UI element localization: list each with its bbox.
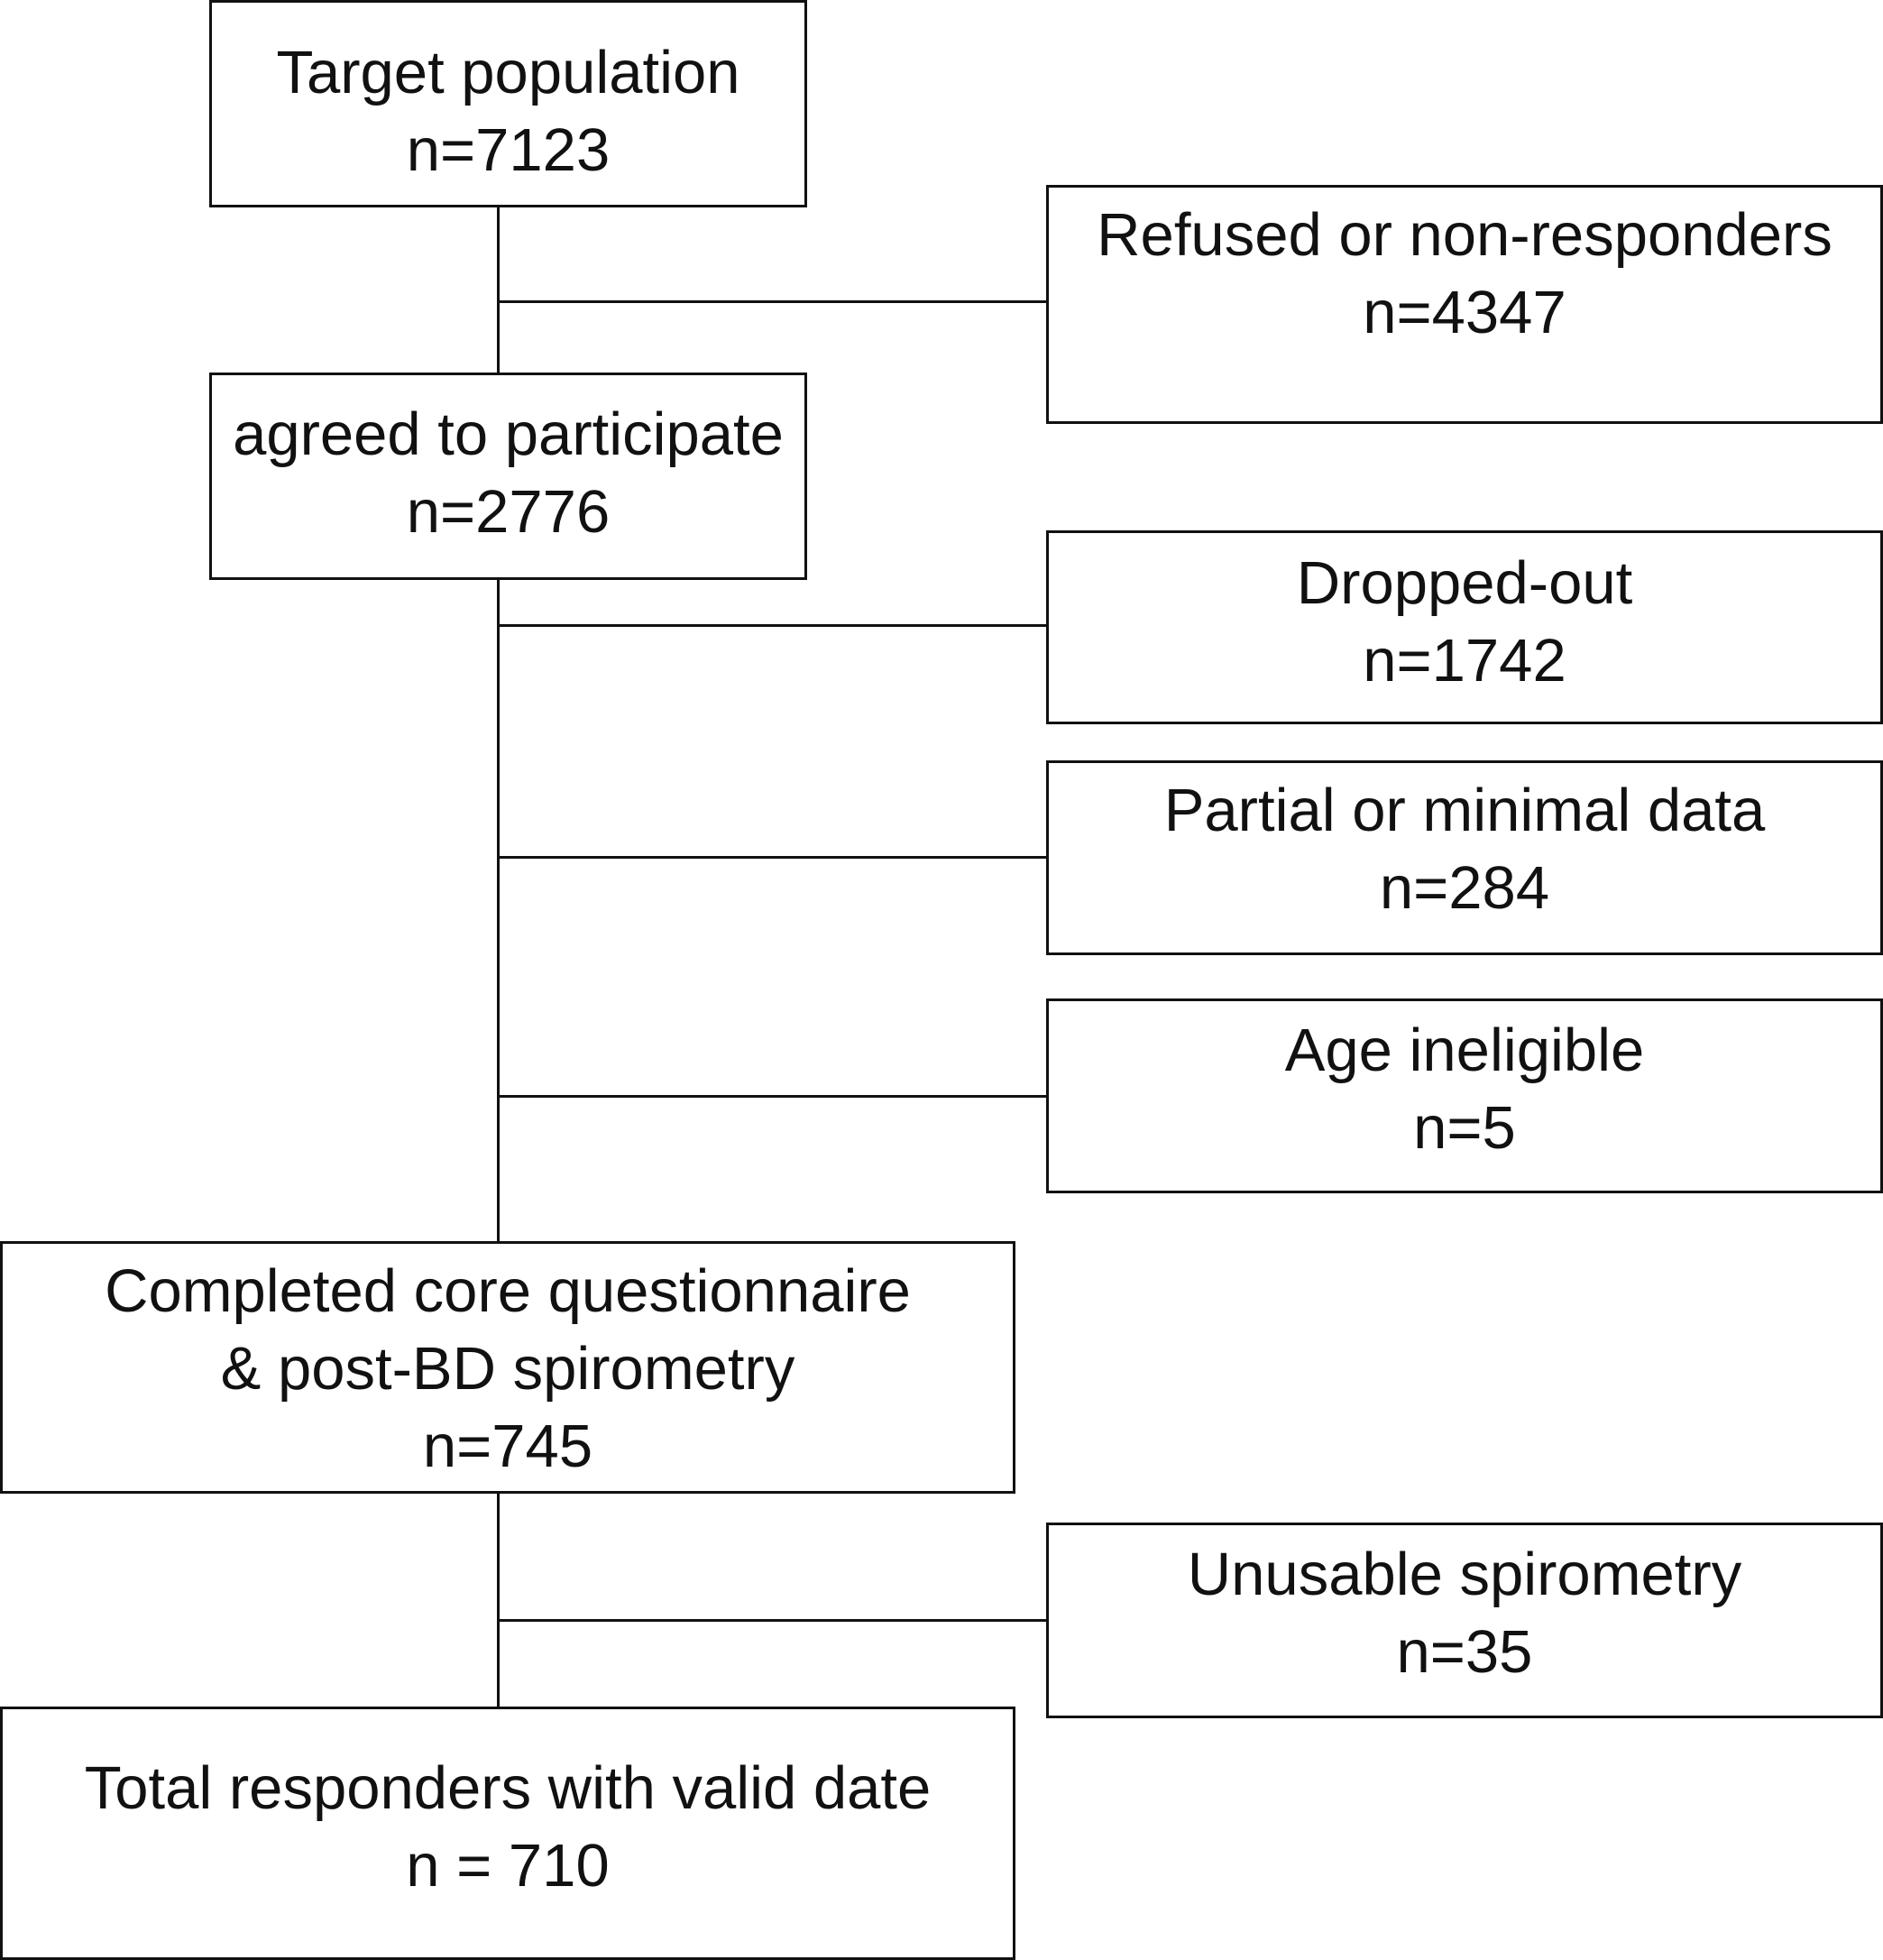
- unusable-spirometry-box: Unusable spirometry n=35: [1046, 1523, 1883, 1718]
- box-label: Target population: [276, 39, 740, 106]
- connector-refused: [497, 300, 1047, 303]
- box-label: Total responders with valid date: [84, 1754, 932, 1822]
- total-responders-box: Total responders with valid date n = 710: [0, 1707, 1015, 1960]
- box-count: n=284: [1379, 854, 1550, 922]
- box-label: Dropped-out: [1296, 549, 1633, 617]
- connector-unusable: [497, 1619, 1047, 1622]
- connector-dropped: [497, 624, 1047, 627]
- box-label: Age ineligible: [1284, 1017, 1645, 1084]
- target-population-box: Target population n=7123: [209, 0, 807, 207]
- box-label: Partial or minimal data: [1163, 777, 1766, 844]
- connector-main-2: [497, 577, 500, 1243]
- partial-data-box: Partial or minimal data n=284: [1046, 760, 1883, 955]
- box-label-line2: & post-BD spirometry: [220, 1335, 795, 1403]
- agreed-box: agreed to participate n=2776: [209, 373, 807, 580]
- box-count: n=35: [1396, 1618, 1533, 1686]
- connector-main-1: [497, 206, 500, 373]
- box-count: n = 710: [406, 1832, 610, 1900]
- completed-box: Completed core questionnaire & post-BD s…: [0, 1241, 1015, 1494]
- box-count: n=7123: [406, 116, 611, 184]
- box-label: agreed to participate: [233, 400, 784, 468]
- box-count: n=2776: [406, 478, 611, 546]
- box-label-line1: Completed core questionnaire: [105, 1257, 911, 1325]
- box-label: Refused or non-responders: [1097, 201, 1832, 269]
- connector-main-3: [497, 1492, 500, 1708]
- connector-partial: [497, 856, 1047, 859]
- dropped-out-box: Dropped-out n=1742: [1046, 530, 1883, 724]
- refused-box: Refused or non-responders n=4347: [1046, 185, 1883, 424]
- box-count: n=5: [1413, 1094, 1516, 1162]
- box-label: Unusable spirometry: [1187, 1541, 1742, 1608]
- box-count: n=4347: [1363, 279, 1566, 346]
- box-count: n=745: [422, 1412, 593, 1480]
- box-count: n=1742: [1363, 627, 1566, 695]
- connector-age: [497, 1095, 1047, 1098]
- age-ineligible-box: Age ineligible n=5: [1046, 998, 1883, 1193]
